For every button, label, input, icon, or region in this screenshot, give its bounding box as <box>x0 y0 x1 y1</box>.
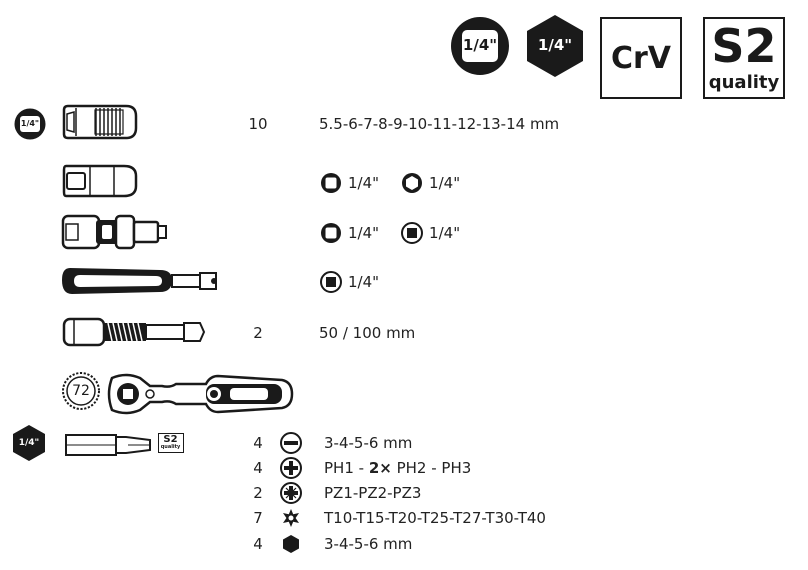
hex-badge-shape <box>527 15 583 77</box>
hex-bits-row: 3-4-5-6 mm <box>280 533 412 555</box>
phillips-double-mark: 2× <box>368 459 392 477</box>
gear-icon <box>62 372 100 410</box>
pozidriv-quantity: 2 <box>253 484 263 502</box>
joint-square-size-a: 1/4" <box>348 224 380 242</box>
bit-s2-label: S2 <box>163 434 178 445</box>
adapter-square-size: 1/4" <box>348 174 380 192</box>
pozidriv-icon <box>280 482 302 504</box>
adapter-spec: 1/4" 1/4" <box>320 172 460 194</box>
hex-icon <box>280 533 302 555</box>
phillips-bits-row: PH1 - 2× PH2 - PH3 <box>280 457 471 479</box>
pozidriv-bits-row: PZ1-PZ2-PZ3 <box>280 482 421 504</box>
small-round-badge-label: 1/4" <box>20 119 40 128</box>
hex-quantity: 4 <box>253 535 263 553</box>
hex-drive-icon <box>401 172 423 194</box>
pozidriv-sizes: PZ1-PZ2-PZ3 <box>324 484 422 502</box>
bit-hex-badge-shape <box>13 425 45 461</box>
slotted-sizes: 3-4-5-6 mm <box>324 434 413 452</box>
crv-material-badge: CrV <box>600 17 682 99</box>
slotted-quantity: 4 <box>253 434 263 452</box>
round-badge-shape <box>451 17 509 75</box>
socket-sizes: 5.5-6-7-8-9-10-11-12-13-14 mm <box>319 115 560 133</box>
joint-square-size-b: 1/4" <box>429 224 461 242</box>
phillips-sizes-pre: PH1 - <box>324 459 369 477</box>
torx-quantity: 7 <box>253 509 263 527</box>
drive-size-round-badge: 1/4" <box>450 16 510 76</box>
s2-quality-badge: S2 quality <box>703 17 785 99</box>
bit-hex-badge-label: 1/4" <box>18 438 40 448</box>
slotted-icon <box>280 432 302 454</box>
s2-label: S2 <box>711 19 777 73</box>
socket-quantity: 10 <box>248 115 268 133</box>
bit-drive-hex-badge: 1/4" <box>12 424 46 462</box>
hex-badge-label: 1/4" <box>537 36 573 54</box>
small-round-badge-shape <box>14 108 46 140</box>
ratchet-image <box>107 373 294 415</box>
spinner-handle-image <box>62 268 217 294</box>
adapter-hex-size: 1/4" <box>429 174 461 192</box>
square-male-drive-icon <box>401 222 424 244</box>
extension-lengths: 50 / 100 mm <box>319 324 416 342</box>
crv-label: CrV <box>610 41 672 76</box>
teeth-count-badge: 72 <box>62 372 100 410</box>
slotted-bits-row: 3-4-5-6 mm <box>280 432 412 454</box>
teeth-count: 72 <box>72 383 90 399</box>
torx-icon <box>280 507 302 529</box>
round-badge-label: 1/4" <box>462 36 498 54</box>
universal-joint-spec: 1/4" 1/4" <box>320 222 460 244</box>
square-male-drive-icon <box>320 271 342 293</box>
phillips-quantity: 4 <box>253 459 263 477</box>
spinner-square-size: 1/4" <box>348 273 380 291</box>
quality-label: quality <box>708 72 780 93</box>
socket-image <box>62 104 138 140</box>
adapter-image <box>62 164 138 198</box>
extension-bar-image <box>62 317 206 347</box>
bit-s2-quality-badge: S2 quality <box>158 433 184 453</box>
drive-size-small-round-badge: 1/4" <box>14 108 46 140</box>
square-drive-icon <box>320 172 342 194</box>
torx-sizes: T10-T15-T20-T25-T27-T30-T40 <box>324 509 546 527</box>
phillips-sizes-post: PH2 - PH3 <box>391 459 472 477</box>
extension-quantity: 2 <box>253 324 263 342</box>
spinner-handle-spec: 1/4" <box>320 271 379 293</box>
universal-joint-image <box>61 214 167 250</box>
drive-size-hex-badge: 1/4" <box>525 14 585 78</box>
torx-bits-row: T10-T15-T20-T25-T27-T30-T40 <box>280 507 546 529</box>
bit-quality-label: quality <box>160 444 181 450</box>
phillips-icon <box>280 457 302 479</box>
bit-image <box>65 434 151 456</box>
square-drive-icon <box>320 222 342 244</box>
hex-sizes: 3-4-5-6 mm <box>324 535 413 553</box>
